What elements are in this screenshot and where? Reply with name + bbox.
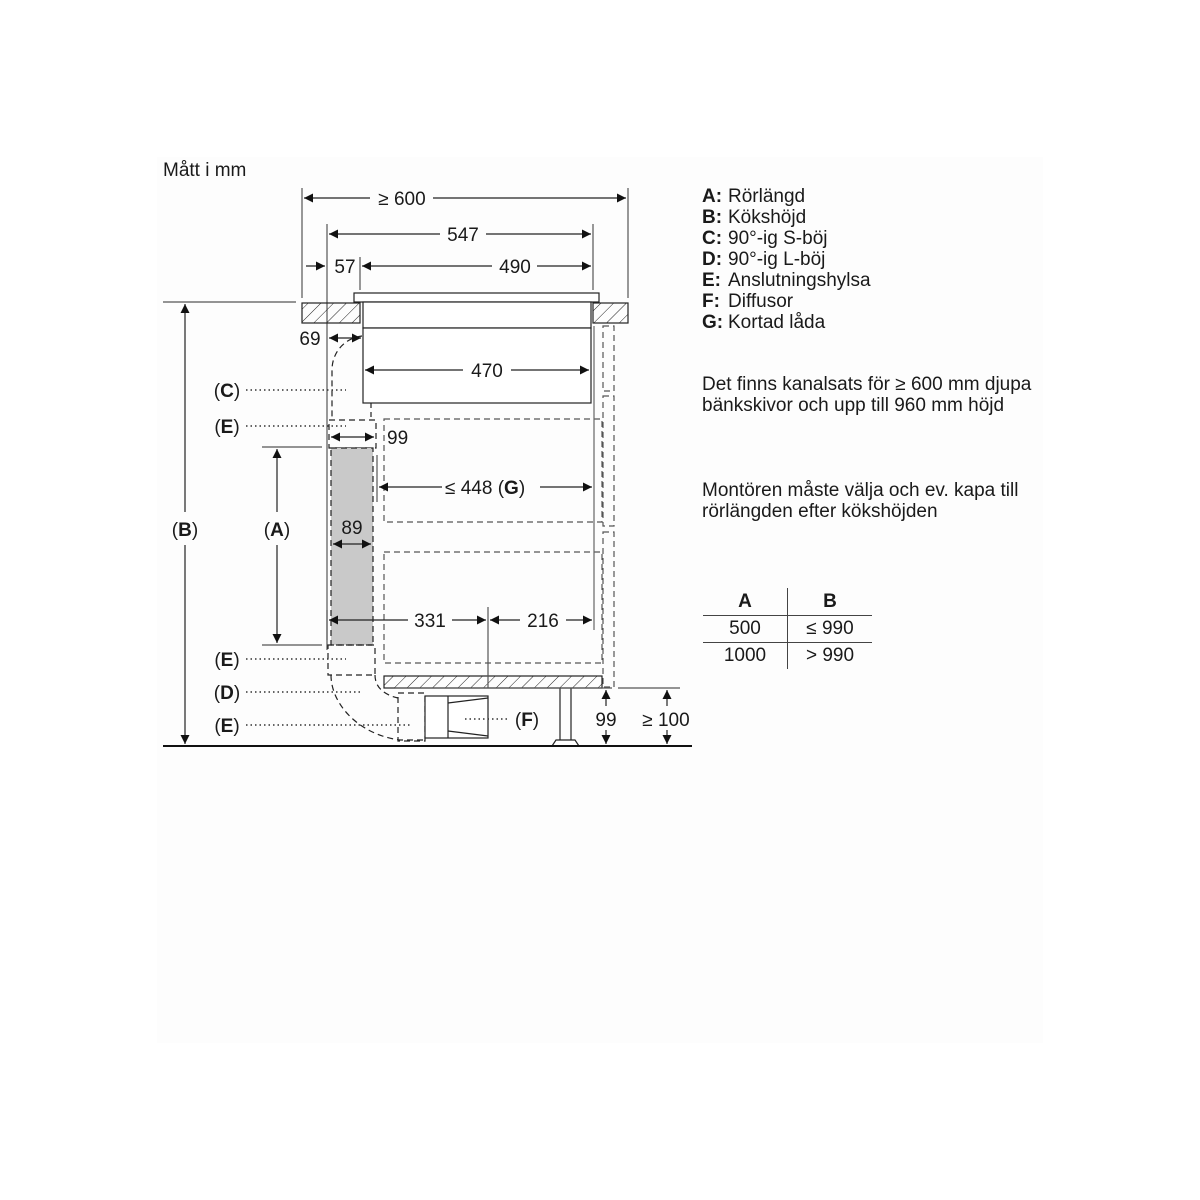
dim-front-offset: 331 bbox=[414, 611, 446, 632]
legend-item-a: A:Rörlängd bbox=[702, 186, 806, 207]
dim-plinth-min: ≥ 100 bbox=[642, 710, 689, 731]
label-b: (B) bbox=[172, 520, 198, 541]
label-e1: (E) bbox=[214, 417, 239, 438]
units-title: Mått i mm bbox=[163, 160, 247, 181]
dim-duct-sleeve: 99 bbox=[387, 428, 408, 449]
label-e3: (E) bbox=[214, 716, 239, 737]
dim-unit-width: 470 bbox=[471, 361, 503, 382]
label-c: (C) bbox=[214, 381, 240, 402]
legend-item-g: G:Kortad låda bbox=[702, 312, 826, 333]
dim-back-gap: 69 bbox=[299, 329, 320, 350]
duct-kit-note: Det finns kanalsats för ≥ 600 mm djupa b… bbox=[702, 374, 1032, 416]
dim-offset: 57 bbox=[334, 257, 355, 278]
table-row: 1000 > 990 bbox=[703, 642, 872, 669]
dim-plinth-height: 99 bbox=[595, 710, 616, 731]
length-height-table: A B 500 ≤ 990 1000 > 990 bbox=[703, 588, 872, 669]
dim-cutout-to-back: 547 bbox=[447, 225, 479, 246]
table-header-b: B bbox=[787, 588, 872, 616]
label-d: (D) bbox=[214, 683, 240, 704]
label-f: (F) bbox=[515, 710, 539, 731]
label-e2: (E) bbox=[214, 650, 239, 671]
dim-duct-width: 89 bbox=[341, 518, 362, 539]
dim-counter-depth: ≥ 600 bbox=[378, 189, 425, 210]
legend-item-e: E:Anslutningshylsa bbox=[702, 270, 871, 291]
label-a: (A) bbox=[264, 520, 290, 541]
table-header-a: A bbox=[703, 588, 788, 616]
legend-item-f: F:Diffusor bbox=[702, 291, 794, 312]
legend: A:Rörlängd B:Kökshöjd C:90°-ig S-böj D:9… bbox=[702, 186, 871, 333]
dim-cutout-width: 490 bbox=[499, 257, 531, 278]
installer-note: Montören måste välja och ev. kapa till r… bbox=[702, 480, 1019, 522]
legend-item-d: D:90°-ig L-böj bbox=[702, 249, 826, 270]
legend-item-b: B:Kökshöjd bbox=[702, 207, 807, 228]
legend-item-c: C:90°-ig S-böj bbox=[702, 228, 828, 249]
dim-drawer-depth: ≤ 448 (G) bbox=[445, 478, 525, 499]
dim-rear-offset: 216 bbox=[527, 611, 559, 632]
table-row: 500 ≤ 990 bbox=[703, 615, 872, 643]
